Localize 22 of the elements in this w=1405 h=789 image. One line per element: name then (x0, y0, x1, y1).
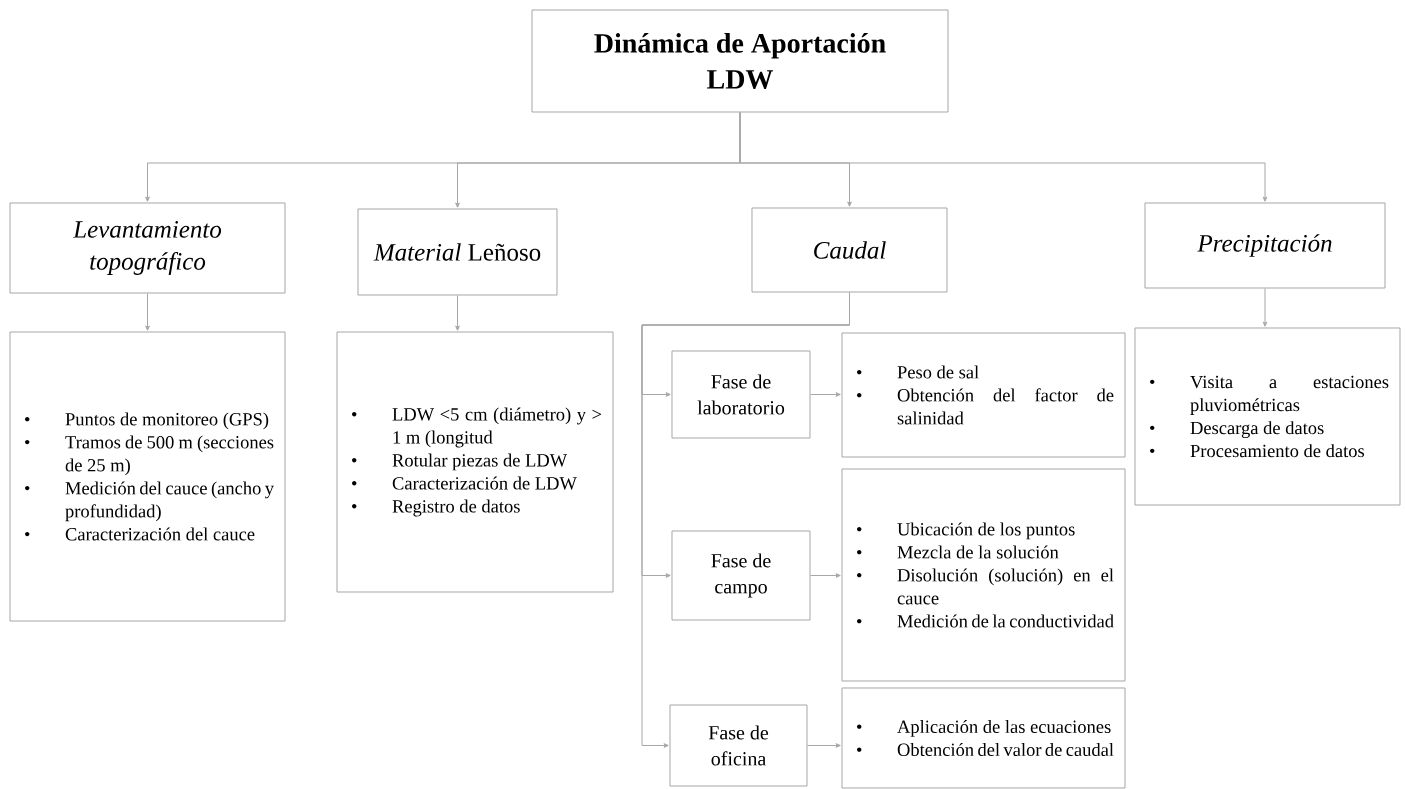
arrow (1262, 288, 1268, 327)
bullet-list-box: LDW <5 cm (diámetro) y > 1 m (longitud Rotular piezas de LDW Caracterización de LDW Registro de datos (336, 331, 614, 593)
category-box: Precipitación (1144, 202, 1386, 289)
bullet-list-box: Puntos de monitoreo (GPS) Tramos de 500 m (secciones de 25 m) Medición del cauce (ancho y profundidad) Caracterización del cauce (9, 331, 286, 622)
category-box: Material Leñoso (357, 208, 558, 296)
bullet-list-box: Ubicación de los puntos Mezcla de la solución Disolución (solución) en el cauce Medición de la conductividad (841, 468, 1126, 682)
bullet-list-box: Aplicación de las ecuaciones Obtención del valor de caudal (841, 687, 1126, 789)
arrow (810, 392, 841, 397)
arrow (145, 293, 150, 331)
bullet-list-box: Peso de sal Obtención del factor de salinidad (841, 332, 1126, 458)
category-box: Levantamiento topográfico (9, 202, 286, 294)
phase-box: Fase de campo (671, 530, 811, 621)
arrow (455, 295, 460, 331)
phase-box: Fase de oficina (669, 704, 808, 787)
arrow (810, 573, 841, 578)
arrow (641, 292, 850, 748)
arrow (807, 743, 841, 748)
arrow (739, 112, 1268, 202)
title-box: Dinámica de Aportación LDW (531, 9, 949, 113)
category-box: Caudal (751, 207, 948, 293)
bullet-list-box: Visita a estaciones pluviométricas Descarga de datos Procesamiento de datos (1134, 327, 1401, 506)
phase-box: Fase de laboratorio (671, 350, 811, 439)
